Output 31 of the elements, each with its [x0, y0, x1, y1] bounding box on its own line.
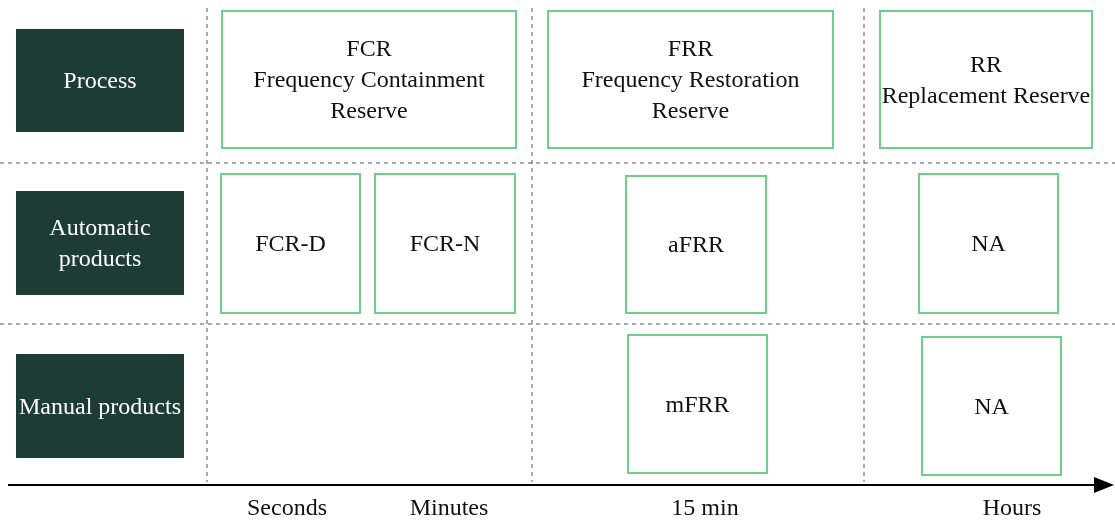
product-box — [627, 334, 768, 474]
product-box — [918, 173, 1059, 314]
box-text: aFRR — [668, 230, 724, 259]
box-text: FCR-D — [255, 229, 326, 258]
box-text: FCR-N — [409, 229, 481, 258]
time-label: Minutes — [409, 494, 489, 521]
box-text: NA — [974, 391, 1009, 421]
row-header — [16, 354, 184, 458]
box-text: mFRR — [665, 389, 730, 419]
reserve-box — [547, 10, 834, 149]
box-text: Frequency Containment Reserve — [252, 65, 486, 125]
box-text: FRR — [667, 34, 714, 63]
header-text: Manual products — [19, 391, 181, 421]
box-text: Frequency Restoration Reserve — [580, 65, 801, 125]
row-header — [16, 191, 184, 295]
header-text: Automatic products — [48, 213, 152, 273]
box-text: RR — [970, 49, 1002, 79]
product-box — [374, 173, 516, 314]
reserve-box — [879, 10, 1093, 149]
product-box — [625, 175, 767, 314]
product-box — [921, 336, 1062, 476]
time-label: 15 min — [671, 494, 739, 521]
product-box — [220, 173, 361, 314]
time-label: Seconds — [247, 494, 327, 521]
box-text: NA — [971, 229, 1006, 258]
reserve-box — [221, 10, 517, 149]
box-text: FCR — [346, 34, 392, 63]
row-header — [16, 29, 184, 132]
box-text: Replacement Reserve — [881, 80, 1091, 110]
time-label: Hours — [982, 494, 1042, 521]
header-text: Process — [63, 66, 137, 95]
